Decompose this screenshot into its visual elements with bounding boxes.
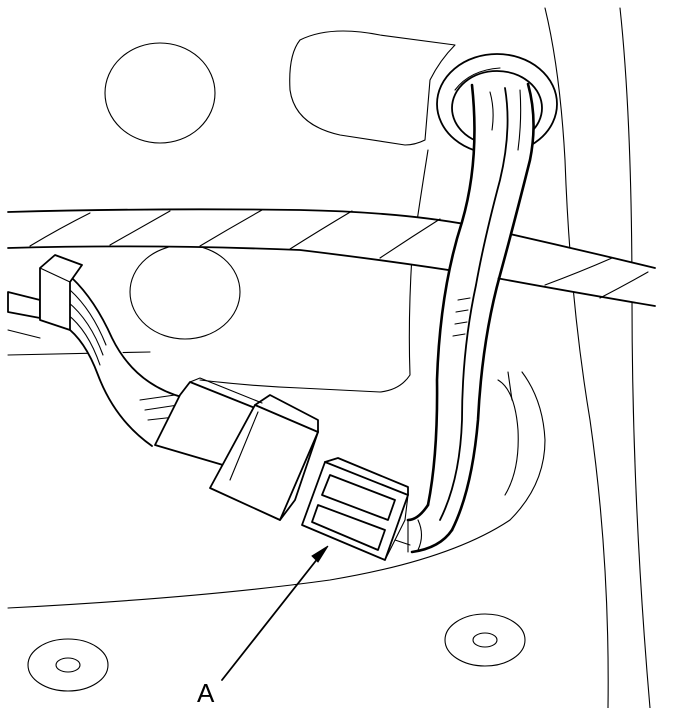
vertical-harness bbox=[406, 82, 535, 554]
callout-a: A bbox=[197, 545, 329, 708]
callout-label-a: A bbox=[197, 678, 215, 708]
cross-harness bbox=[7, 208, 656, 307]
ribbon-cable bbox=[7, 254, 186, 447]
body-panel-outline bbox=[7, 7, 651, 708]
harness-connector-male bbox=[154, 377, 319, 521]
connector-a bbox=[301, 457, 411, 561]
